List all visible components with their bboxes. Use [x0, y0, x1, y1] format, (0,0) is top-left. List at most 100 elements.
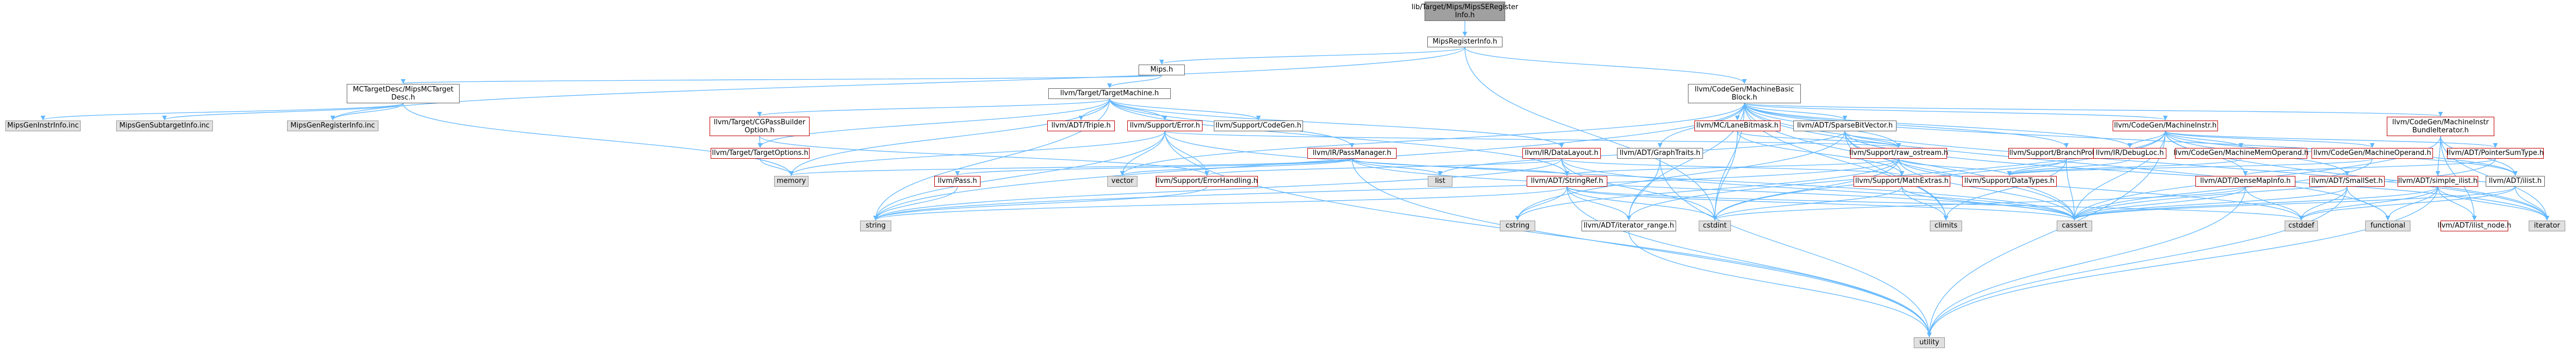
edge-targetopts-memory	[760, 158, 794, 176]
node-support-errorhandling[interactable]: llvm/Support/ErrorHandling.h	[1156, 176, 1258, 187]
edge-mbb-mibundle	[1744, 103, 2443, 117]
node-adt-sparsebitvector[interactable]: llvm/ADT/SparseBitVector.h	[1793, 121, 1897, 131]
edge-densemapinfo-cstdint	[1712, 186, 2246, 221]
edge-mbb-branchprob	[1744, 103, 2069, 148]
edge-sparsebv-cstring	[1515, 131, 1845, 221]
edge-simpleilist-cstddef	[2299, 186, 2438, 221]
node-adt-densemapinfo[interactable]: llvm/ADT/DenseMapInfo.h	[2195, 176, 2295, 187]
node-label: llvm/ADT/StringRef.h	[1530, 177, 1604, 185]
edge-tm-memory	[789, 98, 1110, 176]
node-cstring: cstring	[1500, 221, 1535, 231]
node-codegen-machinememoperand[interactable]: llvm/CodeGen/MachineMemOperand.h	[2173, 148, 2309, 159]
edge-simpleilist-cassert	[2072, 186, 2438, 221]
node-ir-passmanager[interactable]: llvm/IR/PassManager.h	[1307, 148, 1397, 159]
edge-mbb-machineinstr	[1744, 103, 2168, 121]
node-target-targetoptions[interactable]: llvm/Target/TargetOptions.h	[711, 148, 810, 159]
node-codegen-machineoperand[interactable]: llvm/CodeGen/MachineOperand.h	[2312, 148, 2433, 159]
edge-rawostream-cstring	[1515, 158, 1899, 221]
edge-smallset-utility	[1927, 186, 2348, 337]
node-label: Option.h	[745, 126, 775, 135]
edge-errorhandling-string	[873, 186, 1207, 221]
node-label: Block.h	[1731, 94, 1757, 102]
node-label: llvm/Support/DataTypes.h	[1964, 177, 2055, 185]
node-mipsregisterinfo[interactable]: MipsRegisterInfo.h	[1427, 37, 1502, 47]
edge-mipsreg-cstdint	[1464, 47, 1718, 221]
node-label: llvm/ADT/simple_ilist.h	[2398, 177, 2478, 185]
edge-datalayout-cassert	[1561, 158, 2077, 221]
node-label: llvm/CodeGen/MachineInstr.h	[2114, 122, 2217, 130]
node-adt-graphtraits[interactable]: llvm/ADT/GraphTraits.h	[1617, 148, 1703, 159]
node-label: cassert	[2062, 222, 2087, 230]
node-ir-datalayout[interactable]: llvm/IR/DataLayout.h	[1522, 148, 1601, 159]
edge-passmgr-stringref	[1351, 158, 1570, 176]
edge-rawostream-string	[873, 158, 1899, 221]
node-triple[interactable]: llvm/ADT/Triple.h	[1047, 121, 1115, 131]
node-adt-iterator-range[interactable]: llvm/ADT/iterator_range.h	[1582, 221, 1676, 231]
node-support-error[interactable]: llvm/Support/Error.h	[1127, 121, 1203, 131]
node-label: llvm/Support/Error.h	[1129, 122, 1200, 130]
node-adt-stringref[interactable]: llvm/ADT/StringRef.h	[1527, 176, 1607, 187]
edge-stringref-utility	[1566, 186, 1932, 337]
edge-rawostream-datatypes	[1898, 158, 2012, 176]
edge-mbb-ilist	[1744, 103, 2518, 176]
node-label: list	[1435, 177, 1446, 185]
node-adt-smallset[interactable]: llvm/ADT/SmallSet.h	[2309, 176, 2385, 187]
node-label: cstring	[1505, 222, 1530, 230]
edge-stringref-cstdint	[1566, 186, 1718, 221]
edge-tm-error	[1109, 98, 1168, 121]
node-label: MipsRegisterInfo.h	[1432, 38, 1498, 46]
node-label: vector	[1111, 177, 1134, 185]
node-targetmachine[interactable]: llvm/Target/TargetMachine.h	[1048, 88, 1171, 99]
edge-densemapinfo-cassert	[2072, 186, 2246, 221]
edge-datalayout-cstdint	[1561, 158, 1718, 221]
node-label: llvm/ADT/ilist.h	[2488, 177, 2542, 185]
node-adt-simple-ilist[interactable]: llvm/ADT/simple_ilist.h	[2398, 176, 2478, 187]
edge-stringref-string	[873, 186, 1568, 221]
node-support-codegen[interactable]: llvm/Support/CodeGen.h	[1214, 121, 1303, 131]
node-support-mathextras[interactable]: llvm/Support/MathExtras.h	[1854, 176, 1950, 187]
node-cstddef: cstddef	[2285, 221, 2318, 231]
edge-sparsebv-cassert	[1844, 131, 2077, 221]
edge-cgpass-errorhandling	[759, 136, 1210, 176]
edge-mcdesc-reginfoinc	[330, 103, 404, 121]
edge-error-memory	[789, 131, 1165, 176]
edge-error-cassert	[1164, 131, 2077, 221]
node-codegen-machineinstr[interactable]: llvm/CodeGen/MachineInstr.h	[2113, 121, 2218, 131]
edge-rawostream-cassert	[1898, 158, 2077, 221]
edge-simpleilist-functional	[2385, 186, 2438, 221]
node-support-raw-ostream[interactable]: llvm/Support/raw_ostream.h	[1849, 148, 1948, 159]
node-adt-pointersumtype[interactable]: llvm/ADT/PointerSumType.h	[2447, 148, 2544, 159]
node-mipsgeninstrinfo-inc: MipsGenInstrInfo.inc	[5, 121, 81, 131]
edge-rawostream-stringref	[1564, 158, 1899, 176]
node-label: llvm/IR/DebugLoc.h	[2095, 149, 2164, 157]
node-label: functional	[2370, 222, 2406, 230]
node-adt-ilist[interactable]: llvm/ADT/ilist.h	[2486, 176, 2545, 187]
node-pass[interactable]: llvm/Pass.h	[934, 176, 981, 187]
node-ir-debugloc[interactable]: llvm/IR/DebugLoc.h	[2093, 148, 2166, 159]
edge-branchprob-cassert	[2066, 158, 2077, 221]
node-label: llvm/ADT/ilist_node.h	[2437, 222, 2511, 230]
edge-ilist-cstddef	[2299, 186, 2516, 221]
node-support-datatypes[interactable]: llvm/Support/DataTypes.h	[1962, 176, 2057, 187]
node-label: string	[865, 222, 886, 230]
edge-densemapinfo-cstddef	[2245, 186, 2304, 221]
edge-mipsreg-mbb	[1464, 47, 1747, 84]
node-label: cstddef	[2288, 222, 2315, 230]
edge-lanebitmask-mathextras	[1737, 131, 1905, 176]
node-label: llvm/CodeGen/MachineMemOperand.h	[2173, 149, 2309, 157]
node-mc-lanebitmask[interactable]: llvm/MC/LaneBitmask.h	[1694, 121, 1780, 131]
node-mips-h[interactable]: Mips.h	[1139, 65, 1185, 75]
node-label: MipsGenRegisterInfo.inc	[290, 122, 375, 130]
edge-datalayout-string	[873, 158, 1562, 221]
node-adt-ilist-node[interactable]: llvm/ADT/ilist_node.h	[2437, 221, 2511, 231]
edge-tm-cgpass	[757, 98, 1110, 117]
node-label: MCTargetDesc/MipsMCTarget	[353, 86, 454, 94]
edge-smallset-functional	[2346, 186, 2391, 221]
edge-tm-codegen	[1109, 98, 1261, 121]
